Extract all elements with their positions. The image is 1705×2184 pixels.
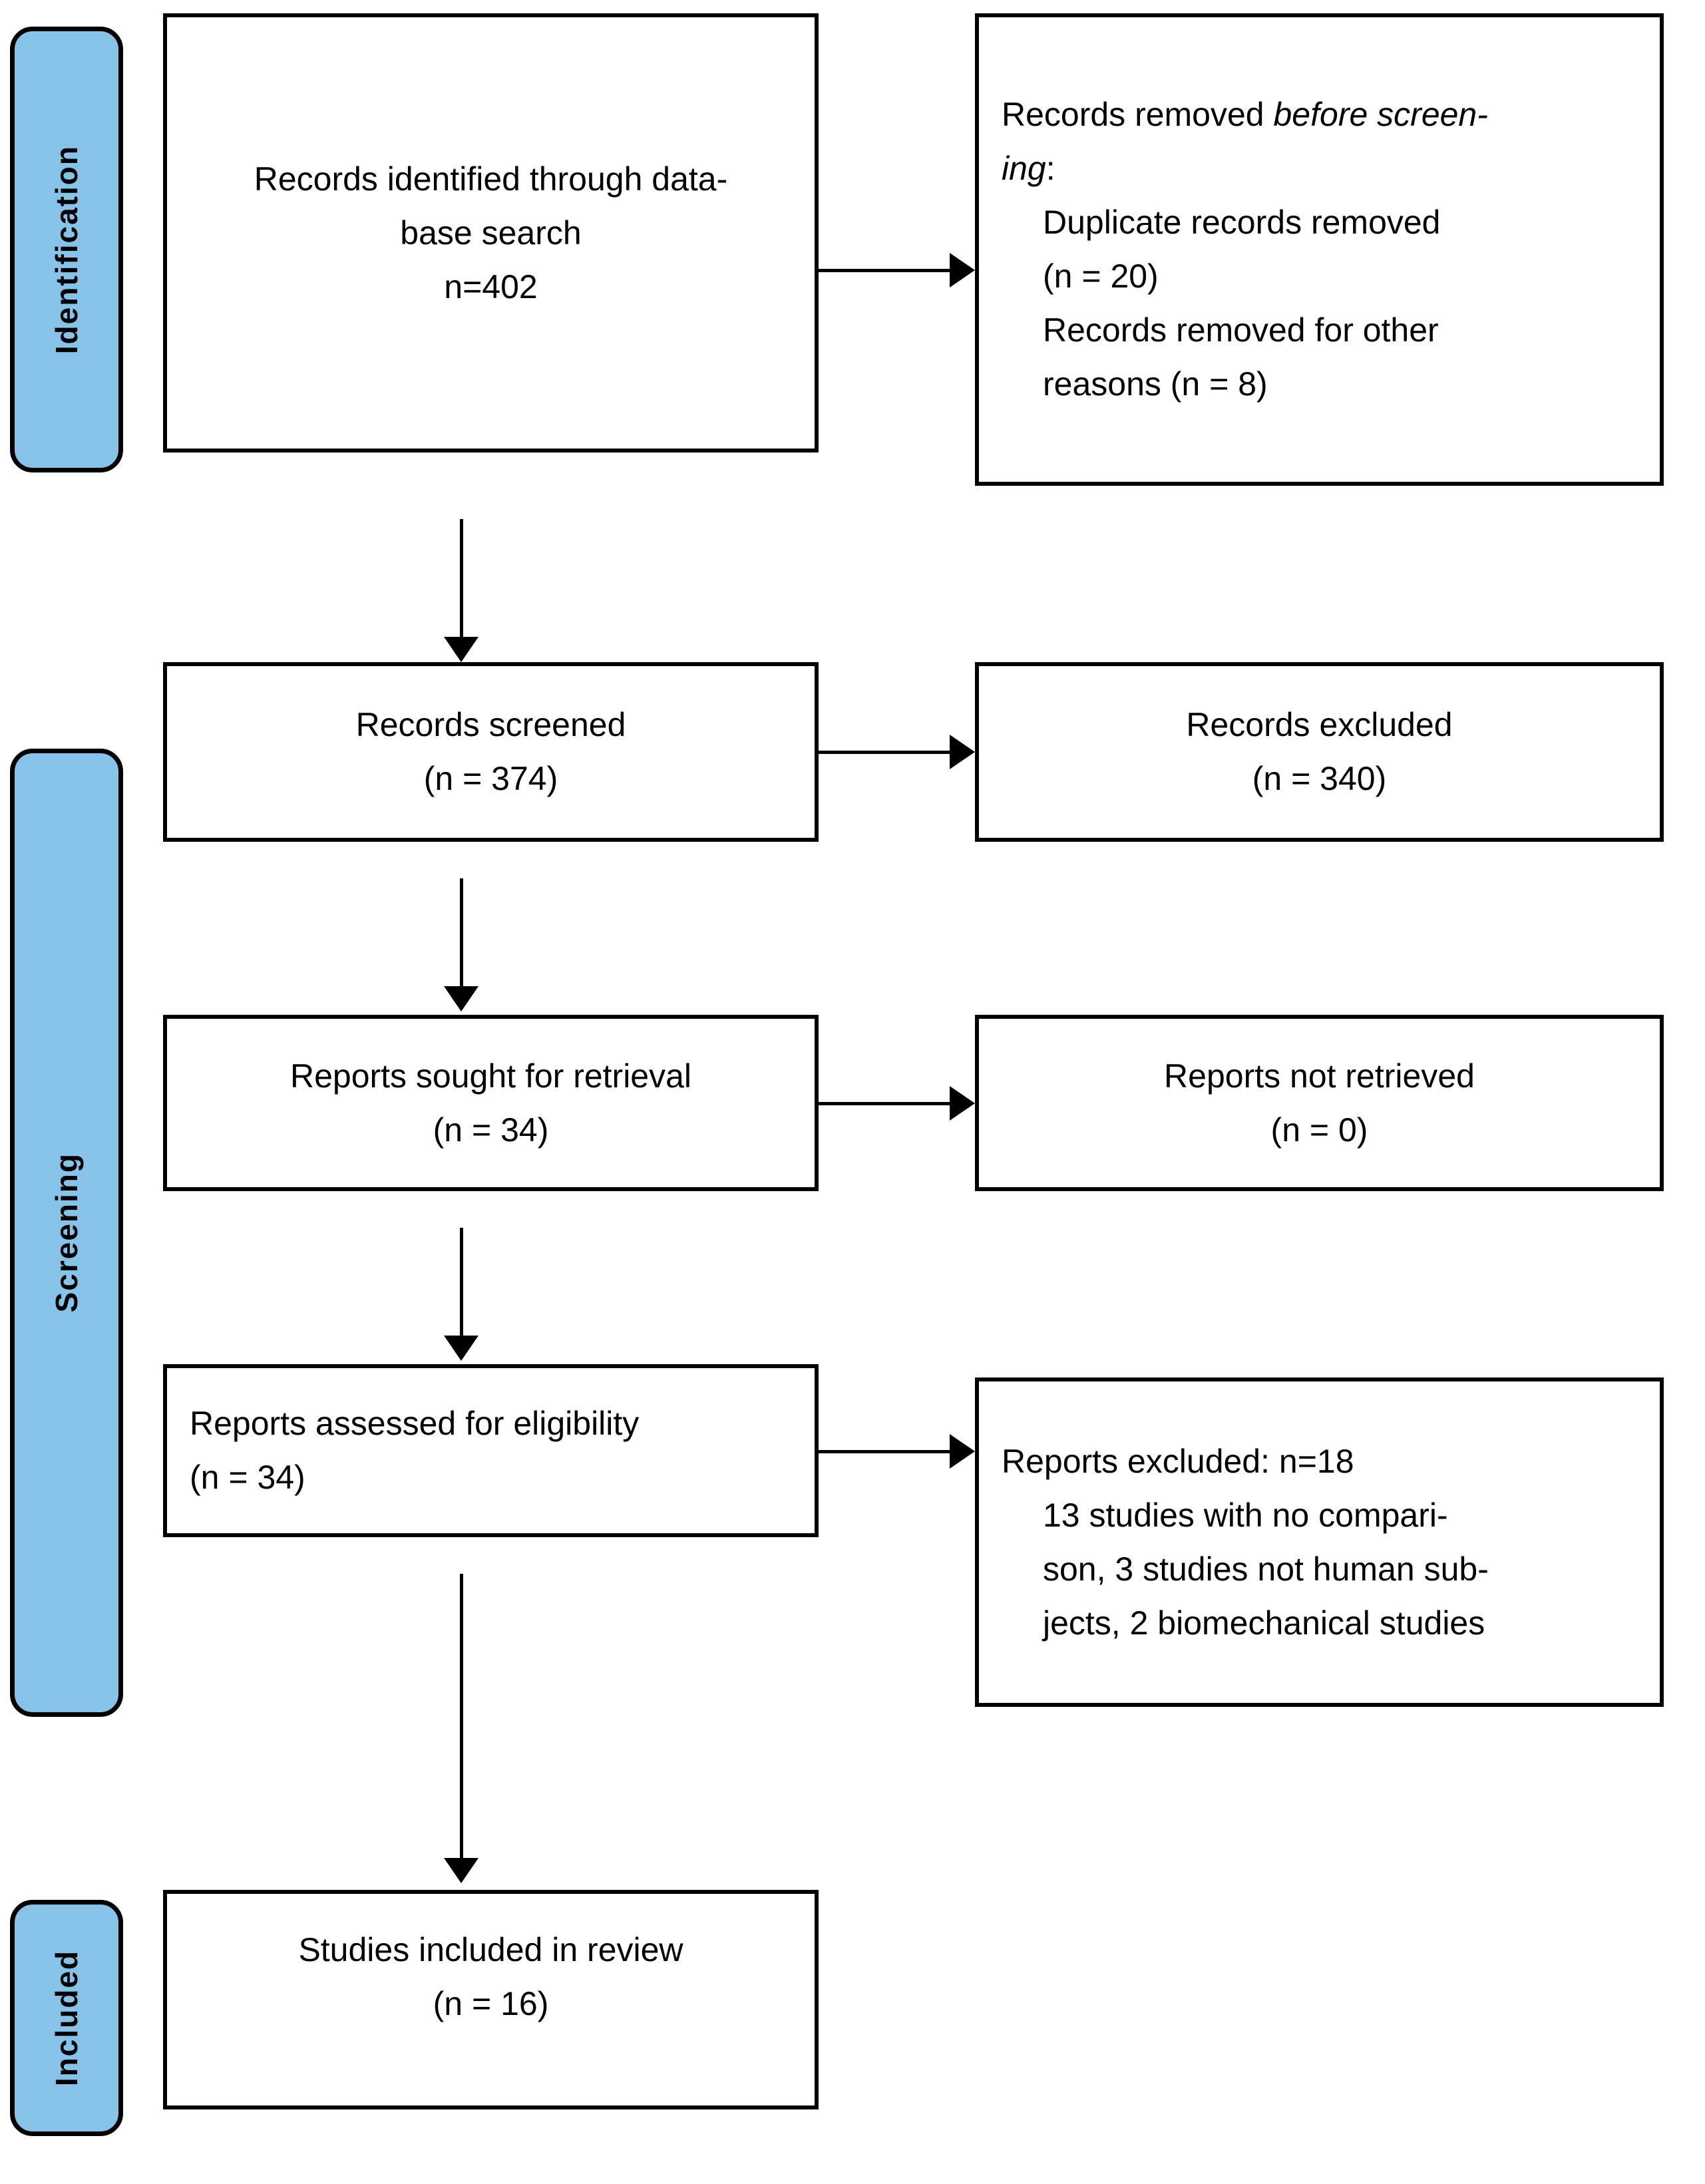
studies-included-label: Studies included in review (298, 1931, 683, 1968)
stage-label-screening: Screening (49, 1153, 84, 1313)
records-identified-line-1: Records identified through data- (254, 160, 728, 198)
reports-excluded-reason-2: son, 3 studies not human sub- (1043, 1550, 1489, 1588)
records-removed-item-1-count: (n = 20) (1043, 258, 1159, 295)
stage-bar-included: Included (10, 1900, 123, 2136)
reports-not-retrieved-count: (n = 0) (1270, 1111, 1368, 1149)
arrow-shaft (460, 519, 463, 639)
records-screened-label: Records screened (355, 706, 626, 743)
records-removed-item-1: Duplicate records removed (1043, 204, 1441, 241)
records-removed-heading-suffix: : (1045, 150, 1055, 187)
records-excluded-label: Records excluded (1186, 706, 1453, 743)
arrow-head (950, 1086, 975, 1121)
box-records-screened: Records screened (n = 374) (163, 662, 819, 842)
arrow-screened-to-excluded (819, 735, 975, 769)
studies-included-count: (n = 16) (433, 1985, 549, 2022)
box-reports-not-retrieved: Reports not retrieved (n = 0) (975, 1015, 1664, 1191)
records-removed-heading: Records removed before screen- (1002, 88, 1637, 142)
arrow-head (444, 1858, 478, 1883)
arrow-head (950, 253, 975, 287)
stage-bar-screening: Screening (10, 749, 123, 1717)
reports-sought-count: (n = 34) (433, 1111, 549, 1149)
arrow-identified-to-screened (444, 519, 478, 662)
records-screened-count: (n = 374) (423, 760, 558, 797)
arrow-head (950, 1434, 975, 1469)
arrow-shaft (819, 269, 952, 272)
box-studies-included: Studies included in review (n = 16) (163, 1890, 819, 2109)
records-removed-heading-prefix: Records removed (1002, 96, 1274, 133)
reports-excluded-reason-3: jects, 2 biomechanical studies (1043, 1604, 1485, 1642)
arrow-screened-to-sought (444, 878, 478, 1011)
arrow-shaft (460, 1574, 463, 1859)
arrow-sought-to-not-retrieved (819, 1086, 975, 1121)
stage-label-included: Included (49, 1949, 84, 2087)
arrow-shaft (460, 1228, 463, 1338)
arrow-shaft (819, 1450, 952, 1453)
reports-sought-label: Reports sought for retrieval (289, 1057, 692, 1095)
records-removed-item-2-count: reasons (n = 8) (1043, 365, 1268, 403)
reports-excluded-reason-1: 13 studies with no compari- (1043, 1496, 1448, 1534)
box-records-excluded: Records excluded (n = 340) (975, 662, 1664, 842)
arrow-assessed-to-reports-excluded (819, 1434, 975, 1469)
records-removed-heading-italic: before screen- (1273, 96, 1488, 133)
arrow-head (444, 1336, 478, 1361)
reports-assessed-count: (n = 34) (190, 1459, 305, 1496)
arrow-head (444, 986, 478, 1011)
records-removed-item-2: Records removed for other (1043, 311, 1439, 349)
records-identified-count: n=402 (444, 268, 538, 305)
box-records-identified: Records identified through data- base se… (163, 13, 819, 453)
records-removed-heading-italic-2: ing (1002, 150, 1046, 187)
box-records-removed: Records removed before screen- ing: Dupl… (975, 13, 1664, 486)
arrow-assessed-to-included (444, 1574, 478, 1883)
arrow-sought-to-assessed (444, 1228, 478, 1361)
reports-assessed-label: Reports assessed for eligibility (190, 1405, 640, 1442)
reports-not-retrieved-label: Reports not retrieved (1164, 1057, 1475, 1095)
records-identified-line-2: base search (400, 214, 582, 252)
stage-bar-identification: Identification (10, 27, 123, 472)
arrow-identified-to-removed (819, 253, 975, 287)
box-reports-sought: Reports sought for retrieval (n = 34) (163, 1015, 819, 1191)
reports-excluded-heading: Reports excluded: n=18 (1002, 1442, 1354, 1480)
stage-label-identification: Identification (49, 144, 84, 355)
arrow-shaft (819, 751, 952, 754)
arrow-shaft (819, 1102, 952, 1105)
records-excluded-count: (n = 340) (1252, 760, 1387, 797)
arrow-head (950, 735, 975, 769)
arrow-shaft (460, 878, 463, 988)
records-removed-heading-cont: ing: (1002, 142, 1637, 196)
box-reports-excluded: Reports excluded: n=18 13 studies with n… (975, 1377, 1664, 1707)
arrow-head (444, 637, 478, 662)
box-reports-assessed: Reports assessed for eligibility (n = 34… (163, 1364, 819, 1537)
